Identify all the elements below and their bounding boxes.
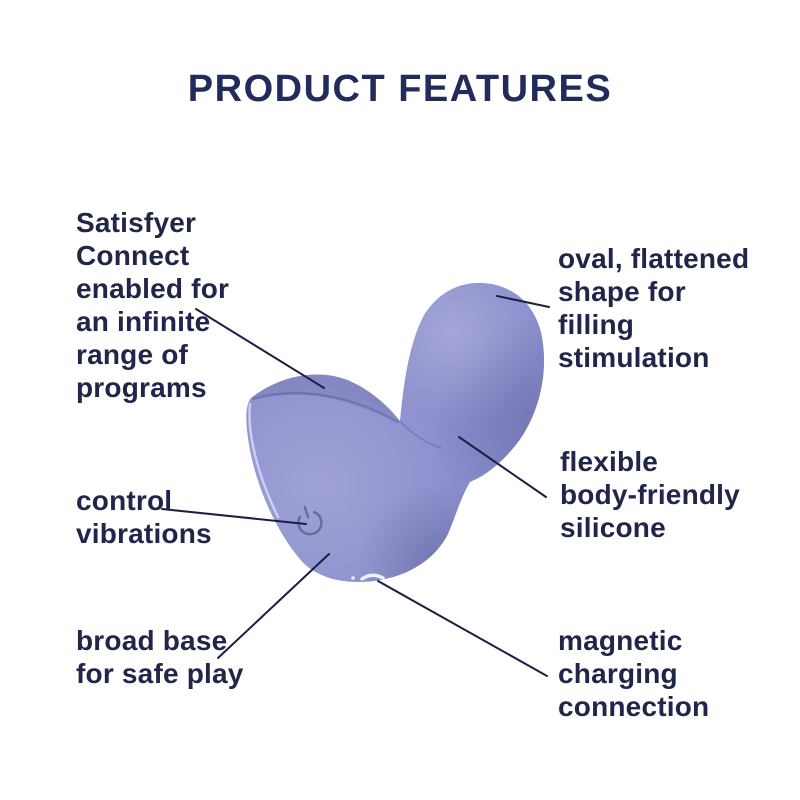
callout-line-satisfyer-connect [195,308,325,389]
callout-line-flexible-silicone [458,436,547,498]
feature-label-satisfyer-connect: Satisfyer Connect enabled for an infinit… [76,207,230,403]
feature-label-magnetic-charging: magnetic charging connection [558,625,710,722]
feature-label-oval-shape: oval, flattened shape for filling stimul… [558,243,750,373]
callout-line-magnetic-charging [377,580,548,677]
callout-lines [161,295,550,677]
charging-contact-icon [351,573,385,581]
callout-line-control-vibrations [161,508,307,525]
callout-line-broad-base [217,553,330,659]
callout-line-oval-shape [496,295,550,308]
page-title: PRODUCT FEATURES [187,68,613,110]
feature-label-flexible-silicone: flexible body-friendly silicone [560,446,740,543]
feature-label-control-vibrations: control vibrations [76,485,212,549]
feature-label-broad-base: broad base for safe play [76,625,244,689]
